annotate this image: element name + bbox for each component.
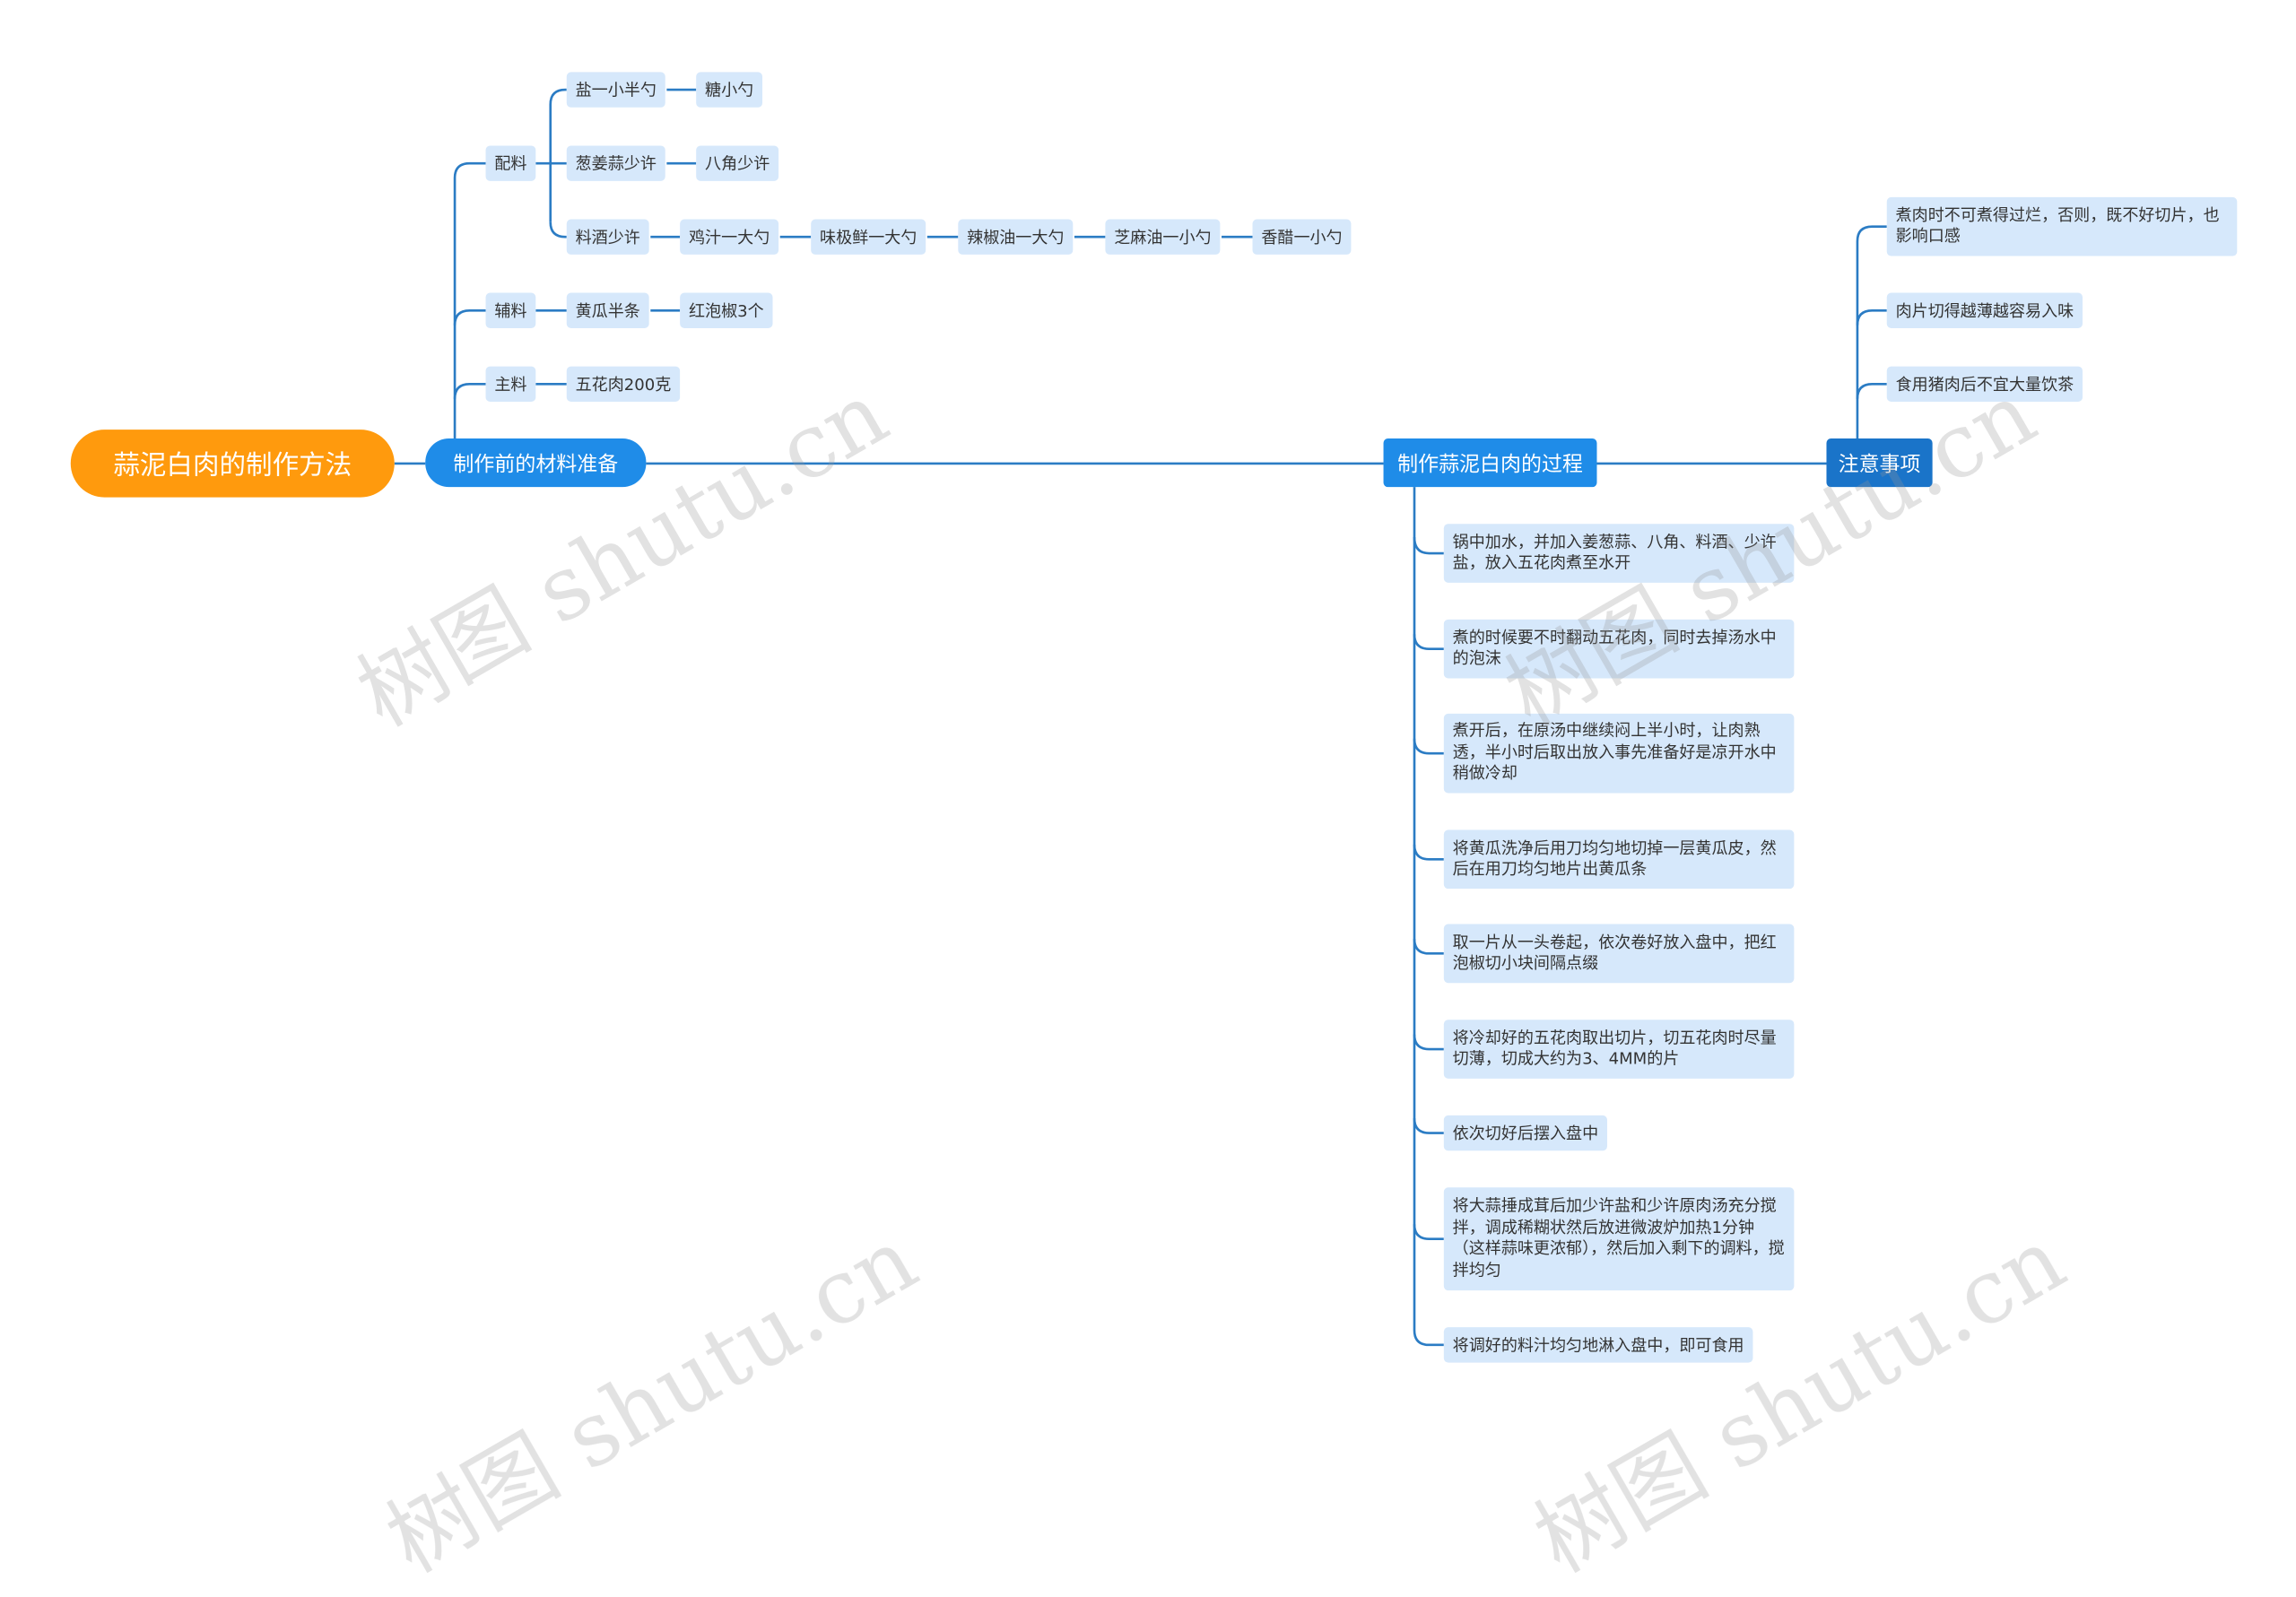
step-node[interactable]: 将调好的料汁均匀地淋入盘中，即可食用	[1443, 1327, 1753, 1363]
group-peiliao[interactable]: 配料	[485, 145, 536, 181]
ingredient-node[interactable]: 五花肉200克	[566, 366, 681, 402]
step-text: 将冷却好的五花肉取出切片，切五花肉时尽量切薄，切成大约为3、4MM的片	[1452, 1028, 1777, 1069]
ingredient-label: 盐一小半勺	[575, 81, 657, 100]
branch-process-label: 制作蒜泥白肉的过程	[1397, 452, 1583, 476]
step-node[interactable]: 锅中加水，并加入姜葱蒜、八角、料酒、少许盐，放入五花肉煮至水开	[1443, 524, 1795, 583]
note-text: 肉片切得越薄越容易入味	[1895, 301, 2074, 321]
step-text: 煮开后，在原汤中继续闷上半小时，让肉熟透，半小时后取出放入事先准备好是凉开水中稍…	[1452, 721, 1777, 784]
ingredient-label: 五花肉200克	[575, 375, 672, 395]
ingredient-label: 味极鲜一大勺	[820, 228, 918, 247]
step-text: 煮的时候要不时翻动五花肉，同时去掉汤水中的泡沫	[1452, 627, 1777, 669]
group-peiliao-label: 配料	[494, 154, 527, 174]
note-node[interactable]: 肉片切得越薄越容易入味	[1886, 292, 2083, 328]
connector-lines	[394, 88, 1887, 1347]
ingredient-node[interactable]: 葱姜蒜少许	[566, 145, 665, 181]
ingredient-label: 红泡椒3个	[688, 301, 764, 321]
step-node[interactable]: 煮开后，在原汤中继续闷上半小时，让肉熟透，半小时后取出放入事先准备好是凉开水中稍…	[1443, 713, 1795, 794]
ingredient-label: 料酒少许	[575, 228, 640, 247]
mind-map: 蒜泥白肉的制作方法 制作前的材料准备 配料 辅料 主料 盐一小半勺 糖小勺 葱姜…	[70, 72, 2238, 1593]
ingredient-label: 糖小勺	[705, 81, 754, 100]
ingredient-node[interactable]: 香醋一小勺	[1252, 219, 1352, 255]
group-fuliao[interactable]: 辅料	[485, 292, 536, 328]
ingredient-label: 黄瓜半条	[575, 301, 640, 321]
ingredient-node[interactable]: 红泡椒3个	[680, 292, 773, 328]
step-text: 将黄瓜洗净后用刀均匀地切掉一层黄瓜皮，然后在用刀均匀地片出黄瓜条	[1452, 838, 1777, 879]
branch-process[interactable]: 制作蒜泥白肉的过程	[1383, 438, 1597, 488]
step-node[interactable]: 煮的时候要不时翻动五花肉，同时去掉汤水中的泡沫	[1443, 619, 1795, 679]
ingredient-node[interactable]: 八角少许	[696, 145, 779, 181]
step-node[interactable]: 将冷却好的五花肉取出切片，切五花肉时尽量切薄，切成大约为3、4MM的片	[1443, 1020, 1795, 1079]
step-text: 依次切好后摆入盘中	[1452, 1124, 1599, 1144]
ingredient-node[interactable]: 鸡汁一大勺	[680, 219, 779, 255]
ingredient-label: 八角少许	[705, 154, 770, 174]
step-text: 锅中加水，并加入姜葱蒜、八角、料酒、少许盐，放入五花肉煮至水开	[1452, 532, 1777, 573]
ingredient-label: 鸡汁一大勺	[688, 228, 770, 247]
root-topic[interactable]: 蒜泥白肉的制作方法	[70, 430, 395, 498]
ingredient-label: 芝麻油一小勺	[1114, 228, 1212, 247]
note-text: 煮肉时不可煮得过烂，否则，既不好切片，也影响口感	[1895, 204, 2220, 247]
step-node[interactable]: 将黄瓜洗净后用刀均匀地切掉一层黄瓜皮，然后在用刀均匀地片出黄瓜条	[1443, 829, 1795, 890]
step-text: 取一片从一头卷起，依次卷好放入盘中，把红泡椒切小块间隔点缀	[1452, 932, 1777, 973]
note-node[interactable]: 食用猪肉后不宜大量饮茶	[1886, 366, 2083, 402]
ingredient-label: 香醋一小勺	[1261, 228, 1343, 247]
group-fuliao-label: 辅料	[494, 301, 527, 321]
ingredient-node[interactable]: 盐一小半勺	[566, 72, 665, 108]
ingredient-label: 葱姜蒜少许	[575, 154, 657, 174]
note-text: 食用猪肉后不宜大量饮茶	[1895, 375, 2074, 395]
step-text: 将调好的料汁均匀地淋入盘中，即可食用	[1452, 1336, 1744, 1356]
branch-prep-label: 制作前的材料准备	[453, 452, 619, 476]
group-zhuliao-label: 主料	[494, 375, 527, 395]
root-topic-label: 蒜泥白肉的制作方法	[113, 450, 352, 482]
branch-notes-label: 注意事项	[1838, 452, 1921, 476]
step-node[interactable]: 将大蒜捶成茸后加少许盐和少许原肉汤充分搅拌，调成稀糊状然后放进微波炉加热1分钟（…	[1443, 1187, 1795, 1291]
ingredient-node[interactable]: 味极鲜一大勺	[811, 219, 926, 255]
ingredient-node[interactable]: 黄瓜半条	[566, 292, 649, 328]
ingredient-node[interactable]: 料酒少许	[566, 219, 649, 255]
ingredient-node[interactable]: 芝麻油一小勺	[1105, 219, 1221, 255]
step-text: 将大蒜捶成茸后加少许盐和少许原肉汤充分搅拌，调成稀糊状然后放进微波炉加热1分钟（…	[1452, 1196, 1785, 1280]
branch-notes[interactable]: 注意事项	[1826, 438, 1933, 488]
ingredient-node[interactable]: 辣椒油一大勺	[958, 219, 1074, 255]
note-node[interactable]: 煮肉时不可煮得过烂，否则，既不好切片，也影响口感	[1886, 196, 2238, 256]
group-zhuliao[interactable]: 主料	[485, 366, 536, 402]
branch-prep[interactable]: 制作前的材料准备	[425, 438, 647, 488]
step-node[interactable]: 依次切好后摆入盘中	[1443, 1115, 1607, 1151]
ingredient-node[interactable]: 糖小勺	[696, 72, 763, 108]
ingredient-label: 辣椒油一大勺	[967, 228, 1065, 247]
step-node[interactable]: 取一片从一头卷起，依次卷好放入盘中，把红泡椒切小块间隔点缀	[1443, 924, 1795, 984]
